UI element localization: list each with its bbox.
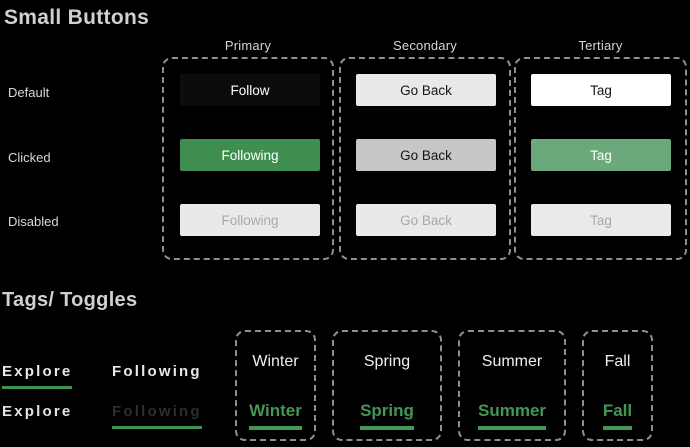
explore-toggle-selected[interactable]: Explore <box>2 362 73 389</box>
season-spec-box-summer: Summer Summer <box>458 330 566 441</box>
column-header-primary: Primary <box>224 38 272 53</box>
season-fall-selected[interactable]: Fall <box>602 402 633 430</box>
season-spec-box-fall: Fall Fall <box>582 330 653 441</box>
column-header-tertiary: Tertiary <box>578 38 623 53</box>
primary-clicked-button[interactable]: Following <box>180 139 320 171</box>
secondary-clicked-button[interactable]: Go Back <box>356 139 496 171</box>
following-toggle-default[interactable]: Following <box>112 363 202 380</box>
row-label-clicked: Clicked <box>8 150 51 165</box>
season-spec-box-spring: Spring Spring <box>332 330 442 441</box>
tertiary-disabled-button[interactable]: Tag <box>531 204 671 236</box>
season-winter-selected[interactable]: Winter <box>249 402 302 430</box>
season-fall-default[interactable]: Fall <box>604 353 631 370</box>
season-spring-selected[interactable]: Spring <box>360 402 414 430</box>
tertiary-spec-box <box>514 57 687 260</box>
season-summer-selected[interactable]: Summer <box>477 402 547 430</box>
secondary-disabled-button[interactable]: Go Back <box>356 204 496 236</box>
following-toggle-pressed[interactable]: Following <box>112 402 202 429</box>
tags-toggles-heading: Tags/ Toggles <box>2 289 138 311</box>
tertiary-clicked-button[interactable]: Tag <box>531 139 671 171</box>
season-winter-default[interactable]: Winter <box>252 353 299 370</box>
season-spring-default[interactable]: Spring <box>363 353 411 370</box>
secondary-spec-box <box>339 57 511 260</box>
tertiary-default-button[interactable]: Tag <box>531 74 671 106</box>
secondary-default-button[interactable]: Go Back <box>356 74 496 106</box>
season-summer-default[interactable]: Summer <box>481 353 543 370</box>
primary-disabled-button[interactable]: Following <box>180 204 320 236</box>
primary-default-button[interactable]: Follow <box>180 74 320 106</box>
row-label-default: Default <box>8 85 50 100</box>
row-label-disabled: Disabled <box>8 214 59 229</box>
primary-spec-box <box>162 57 334 260</box>
explore-toggle-default[interactable]: Explore <box>2 403 73 420</box>
season-spec-box-winter: Winter Winter <box>235 330 316 441</box>
small-buttons-heading: Small Buttons <box>4 6 150 29</box>
column-header-secondary: Secondary <box>393 38 457 53</box>
